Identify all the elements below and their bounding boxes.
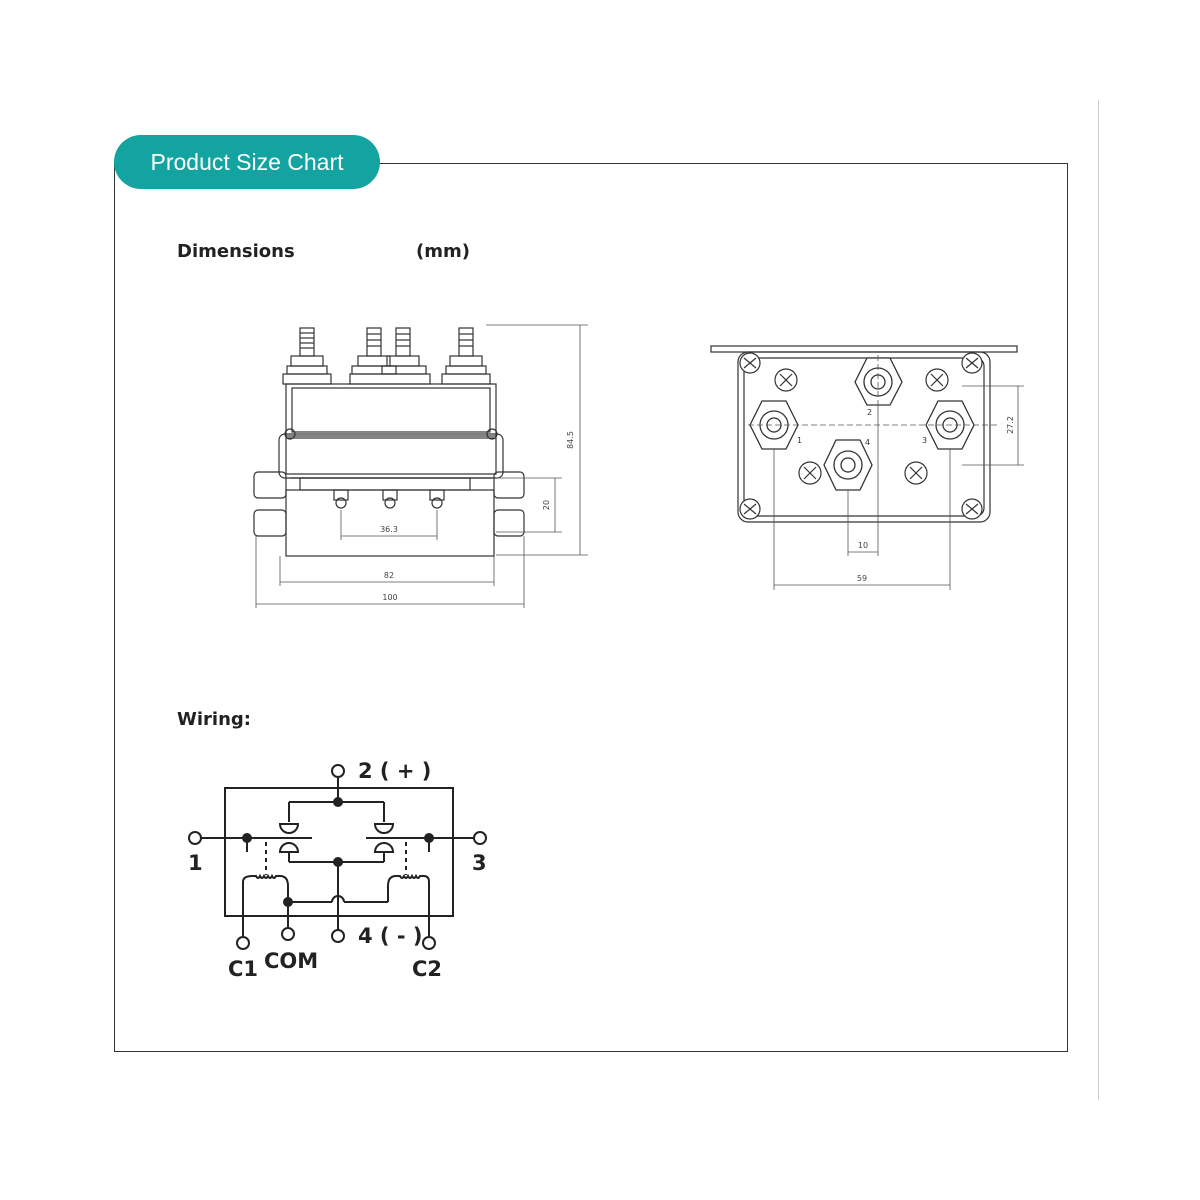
terminal-1-node [188,831,202,845]
page-title: Product Size Chart [150,148,344,175]
corner-screw-bl [739,498,761,520]
terminal-1-nut [749,400,799,450]
top-view-drawing: 2 1 3 4 27.2 10 59 [710,345,1024,590]
stud-3 [381,327,427,375]
height-dimension: 84.5 [566,431,575,449]
small-screw-1 [774,368,798,392]
overall-width-dimension: 100 [382,593,397,602]
terminal-4-label: 4 [865,438,870,447]
front-view-drawing: 84.5 20 36.3 82 100 [253,324,588,608]
housing-outline [737,351,991,523]
dimensions-label: Dimensions [177,241,295,262]
terminal-com-node [281,927,295,941]
wiring-c1-label: C1 [228,957,258,981]
small-screw-4 [904,461,928,485]
terminal-3-label: 3 [922,436,927,445]
small-screw-3 [798,461,822,485]
stud-spacing-dimension: 36.3 [380,525,398,534]
small-screw-2 [925,368,949,392]
unit-label: (mm) [416,241,470,262]
top-plate [710,345,1018,353]
corner-screw-tr [961,352,983,374]
wiring-diagram: 2 ( + ) 1 3 4 ( - ) C1 COM C2 [188,759,487,981]
offset-dimension: 10 [858,541,868,550]
stud-2 [351,327,397,375]
wiring-terminal-4-label: 4 ( - ) [358,924,422,948]
wiring-terminal-1-label: 1 [188,851,203,875]
terminal-4-nut [823,439,873,491]
wiring-terminal-3-label: 3 [472,851,487,875]
control-pins [333,489,445,509]
terminal-c1-node [236,936,250,950]
terminal-1-label: 1 [797,436,802,445]
side-dimension: 27.2 [1006,416,1015,434]
stud-1 [282,327,332,385]
page-divider-line [1098,100,1099,1100]
terminal-4-node [331,929,345,943]
lower-dimension: 20 [542,500,551,510]
stud-4 [441,327,491,385]
terminal-2-nut [854,357,903,406]
width-dimension: 59 [857,574,867,583]
wiring-terminal-2-label: 2 ( + ) [358,759,431,783]
mounting-flange [278,433,504,479]
terminal-2-node [331,764,345,778]
corner-screw-br [961,498,983,520]
terminal-2-label: 2 [867,408,872,417]
wiring-c2-label: C2 [412,957,442,981]
section-title-badge: Product Size Chart [114,135,380,189]
terminal-3-node [473,831,487,845]
wiring-com-label: COM [264,949,318,973]
terminal-c2-node [422,936,436,950]
upper-housing [285,383,497,437]
wiring-label: Wiring: [177,709,251,730]
size-chart-frame [114,163,1068,1052]
corner-screw-tl [739,352,761,374]
body-width-dimension: 82 [384,571,394,580]
